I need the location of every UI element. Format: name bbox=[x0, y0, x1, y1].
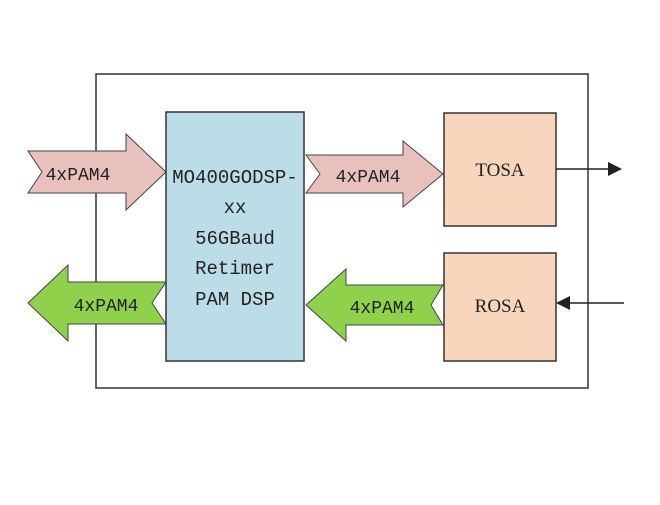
rx-output-arrow: 4xPAM4 bbox=[27, 263, 167, 343]
rosa-box bbox=[443, 252, 557, 362]
tx-output-arrow: 4xPAM4 bbox=[305, 139, 444, 209]
arrow-right-icon bbox=[556, 162, 622, 176]
dsp-label-line-1: MO400GODSP- bbox=[172, 167, 297, 189]
arrow-left-icon bbox=[556, 296, 624, 310]
dsp-label-line-5: PAM DSP bbox=[195, 289, 275, 311]
tx-input-arrow-label: 4xPAM4 bbox=[46, 166, 111, 186]
tosa-block: TOSA bbox=[443, 112, 557, 227]
rosa-input-arrowhead bbox=[556, 296, 570, 310]
dsp-label-line-3: 56GBaud bbox=[195, 228, 275, 250]
rx-input-arrow-shape bbox=[305, 267, 444, 343]
rosa-label: ROSA bbox=[475, 296, 526, 317]
rx-input-arrow-label: 4xPAM4 bbox=[350, 299, 415, 319]
rosa-block: ROSA bbox=[443, 252, 557, 362]
tosa-box bbox=[443, 112, 557, 227]
tx-input-arrow-shape bbox=[27, 132, 167, 212]
rx-input-arrow: 4xPAM4 bbox=[305, 267, 444, 343]
rx-output-arrow-label: 4xPAM4 bbox=[74, 297, 139, 317]
module-frame bbox=[95, 73, 589, 389]
dsp-block: MO400GODSP- xx 56GBaud Retimer PAM DSP bbox=[165, 111, 305, 362]
dsp-box bbox=[165, 111, 305, 362]
tx-input-arrow: 4xPAM4 bbox=[27, 132, 167, 212]
tosa-output-arrowhead bbox=[608, 162, 622, 176]
tx-output-arrow-label: 4xPAM4 bbox=[336, 168, 401, 188]
dsp-label-line-2: xx bbox=[224, 197, 247, 219]
dsp-label-line-4: Retimer bbox=[195, 258, 275, 280]
tosa-label: TOSA bbox=[475, 160, 525, 181]
tx-output-arrow-shape bbox=[305, 139, 444, 209]
rx-output-arrow-shape bbox=[27, 263, 167, 343]
